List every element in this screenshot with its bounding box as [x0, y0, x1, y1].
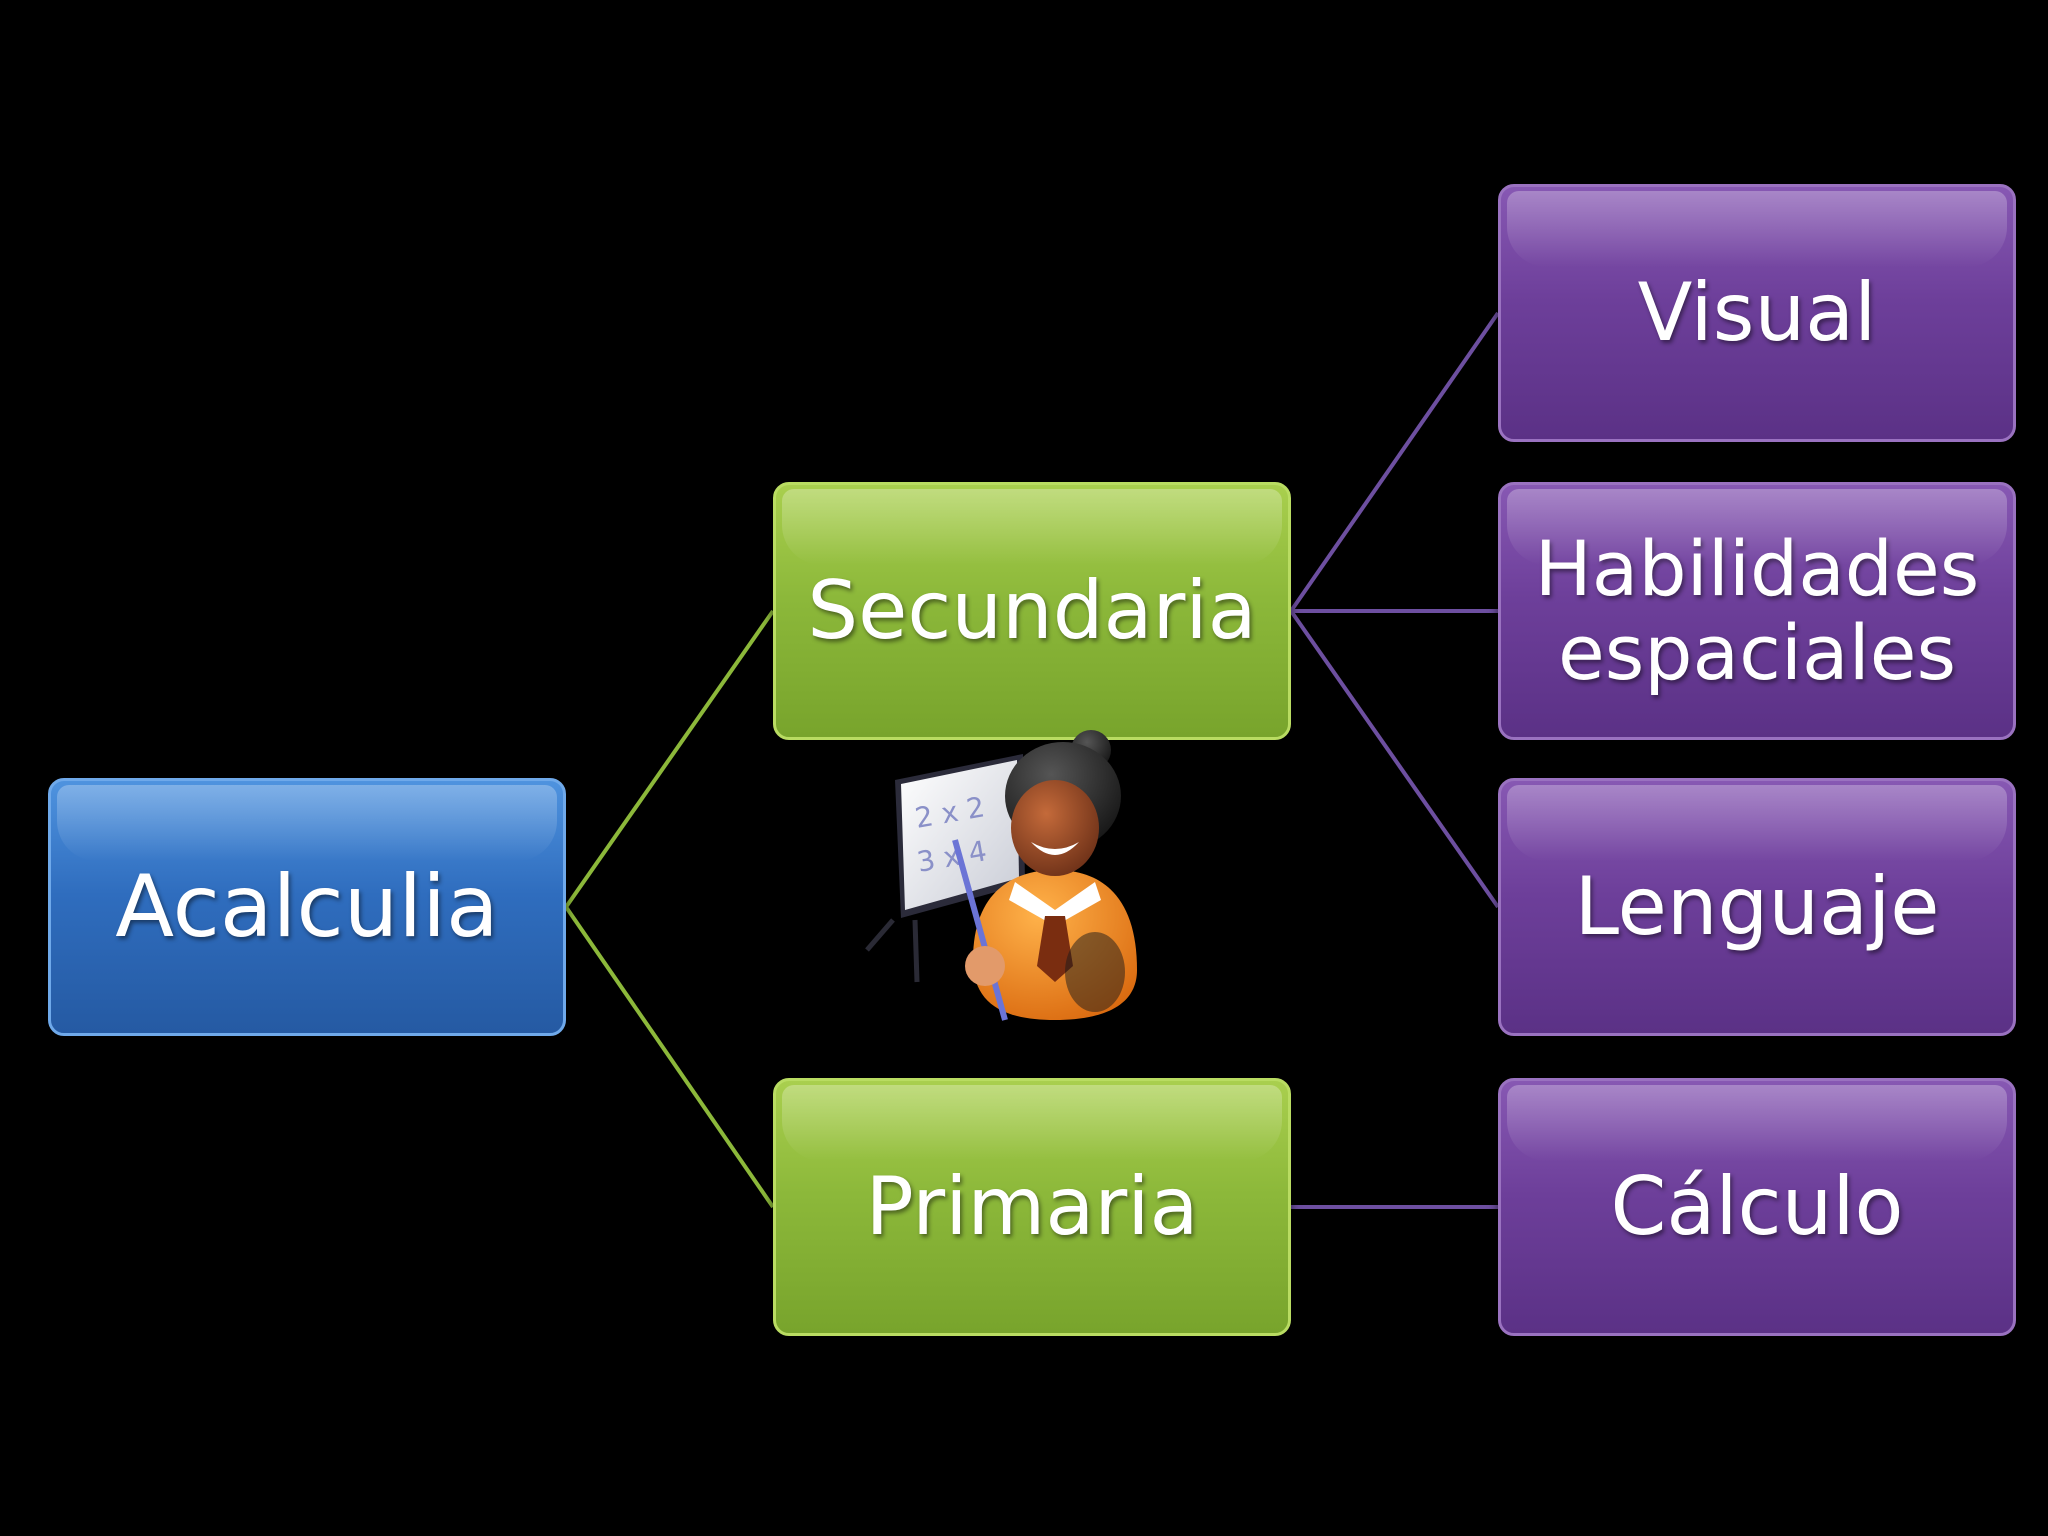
edge-secundaria-lenguaje — [1289, 609, 1500, 909]
edge-acalculia-secundaria — [564, 609, 775, 909]
node-lenguaje: Lenguaje — [1498, 778, 2016, 1036]
node-primaria-label: Primaria — [865, 1160, 1199, 1253]
node-calculo-label: Cálculo — [1610, 1160, 1904, 1253]
node-acalculia: Acalculia — [48, 778, 566, 1036]
node-habilidades-espaciales-label: Habilidades espaciales — [1534, 524, 1980, 697]
node-lenguaje-label: Lenguaje — [1574, 860, 1940, 953]
node-acalculia-label: Acalculia — [115, 856, 499, 957]
node-calculo: Cálculo — [1498, 1078, 2016, 1336]
node-secundaria: Secundaria — [773, 482, 1291, 740]
edge-acalculia-primaria — [564, 905, 775, 1209]
node-habilidades-espaciales: Habilidades espaciales — [1498, 482, 2016, 740]
node-primaria: Primaria — [773, 1078, 1291, 1336]
edge-secundaria-visual — [1289, 311, 1500, 613]
teacher-at-whiteboard-icon: 2 x 2 3 x 4 — [865, 730, 1137, 1021]
node-secundaria-label: Secundaria — [807, 564, 1257, 657]
node-visual-label: Visual — [1637, 266, 1877, 359]
node-visual: Visual — [1498, 184, 2016, 442]
